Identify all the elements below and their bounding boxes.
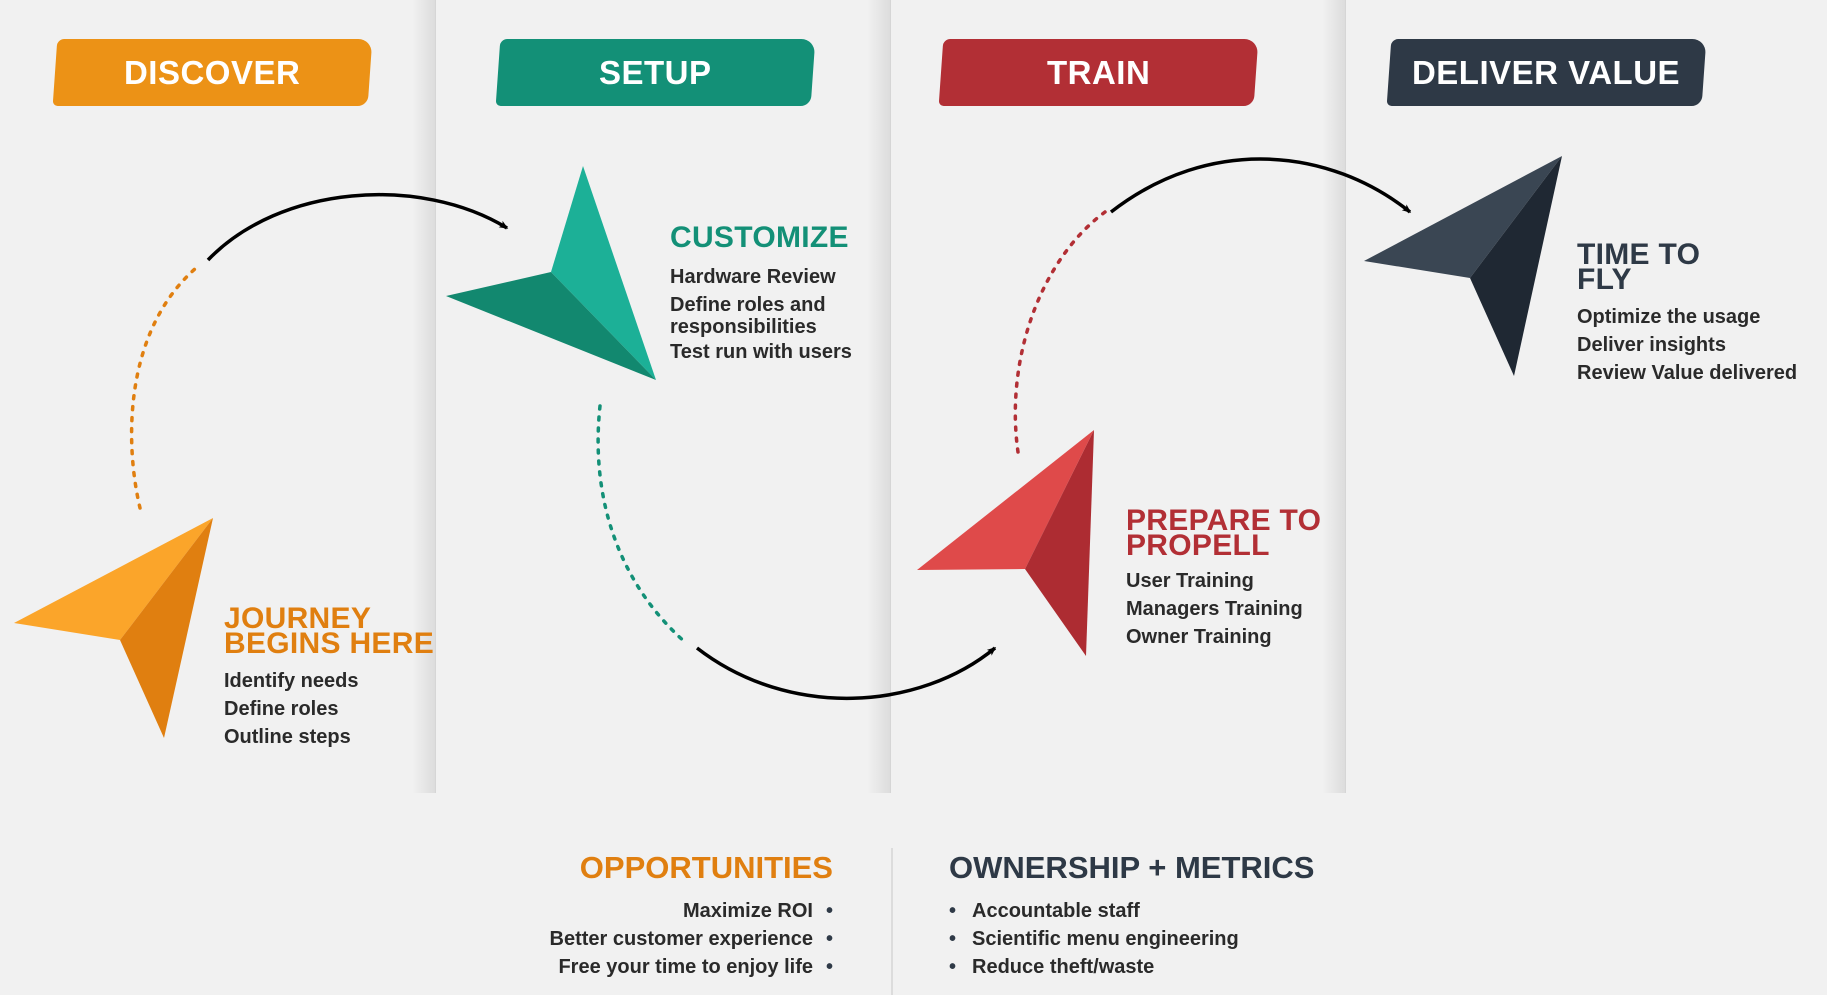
opportunities-title: OPPORTUNITIES — [579, 850, 833, 885]
list-item: Outline steps — [224, 726, 351, 748]
paper-plane-icon — [14, 518, 213, 738]
step-prepare-title-line2: PROPELL — [1126, 529, 1270, 562]
step-journey-title-line2: BEGINS HERE — [224, 627, 435, 660]
dotted-path-setup — [596, 404, 688, 645]
list-item: Free your time to enjoy life — [550, 953, 833, 981]
opportunities-list: Maximize ROI Better customer experience … — [550, 897, 833, 981]
step-customize-title: CUSTOMIZE — [670, 221, 849, 254]
step-journey-title: JOURNEY BEGINS HERE — [224, 602, 435, 660]
dotted-path-discover — [129, 266, 198, 510]
list-item: Accountable staff — [949, 897, 1239, 925]
step-fly-title: TIME TO FLY — [1577, 238, 1701, 296]
list-item: Hardware Review — [670, 266, 836, 288]
paper-plane-icon — [1364, 156, 1562, 376]
list-item: Optimize the usage — [1577, 306, 1761, 328]
curved-arrow-icon — [1109, 157, 1412, 214]
list-item: Better customer experience — [550, 925, 833, 953]
list-item: Review Value delivered — [1577, 362, 1798, 384]
list-item: Deliver insights — [1577, 334, 1726, 356]
curved-arrow-icon — [695, 646, 997, 701]
list-item: Reduce theft/waste — [949, 953, 1239, 981]
column-divider-1 — [412, 0, 436, 793]
list-item: User Training — [1126, 570, 1254, 592]
step-journey-list: Identify needs Define roles Outline step… — [224, 667, 358, 751]
curved-arrow-icon — [206, 192, 509, 262]
ownership-title: OWNERSHIP + METRICS — [949, 850, 1315, 885]
list-item: responsibilities — [670, 316, 817, 338]
column-divider-3 — [1322, 0, 1346, 793]
list-item: Owner Training — [1126, 626, 1272, 648]
bottom-divider — [891, 848, 893, 995]
list-item: Identify needs — [224, 670, 359, 692]
list-item: Define roles and — [670, 294, 826, 316]
paper-plane-icon — [917, 430, 1094, 656]
step-fly-list: Optimize the usage Deliver insights Revi… — [1577, 303, 1797, 387]
column-divider-2 — [867, 0, 891, 793]
step-fly-title-line2: FLY — [1577, 263, 1632, 296]
step-customize-list: Hardware Review Define roles and respons… — [670, 263, 852, 366]
list-item: Scientific menu engineering — [949, 925, 1239, 953]
step-journey-title-line1: JOURNEY — [224, 602, 372, 635]
list-item: Maximize ROI — [550, 897, 833, 925]
paper-plane-icon — [446, 166, 656, 380]
dotted-path-train — [1013, 210, 1107, 454]
list-item: Test run with users — [670, 341, 852, 363]
step-prepare-title-line1: PREPARE TO — [1126, 504, 1322, 537]
step-prepare-title: PREPARE TO PROPELL — [1126, 504, 1322, 562]
step-fly-title-line1: TIME TO — [1577, 238, 1701, 271]
list-item: Define roles — [224, 698, 339, 720]
step-prepare-list: User Training Managers Training Owner Tr… — [1126, 567, 1303, 651]
ownership-list: Accountable staff Scientific menu engine… — [949, 897, 1239, 981]
list-item: Managers Training — [1126, 598, 1303, 620]
